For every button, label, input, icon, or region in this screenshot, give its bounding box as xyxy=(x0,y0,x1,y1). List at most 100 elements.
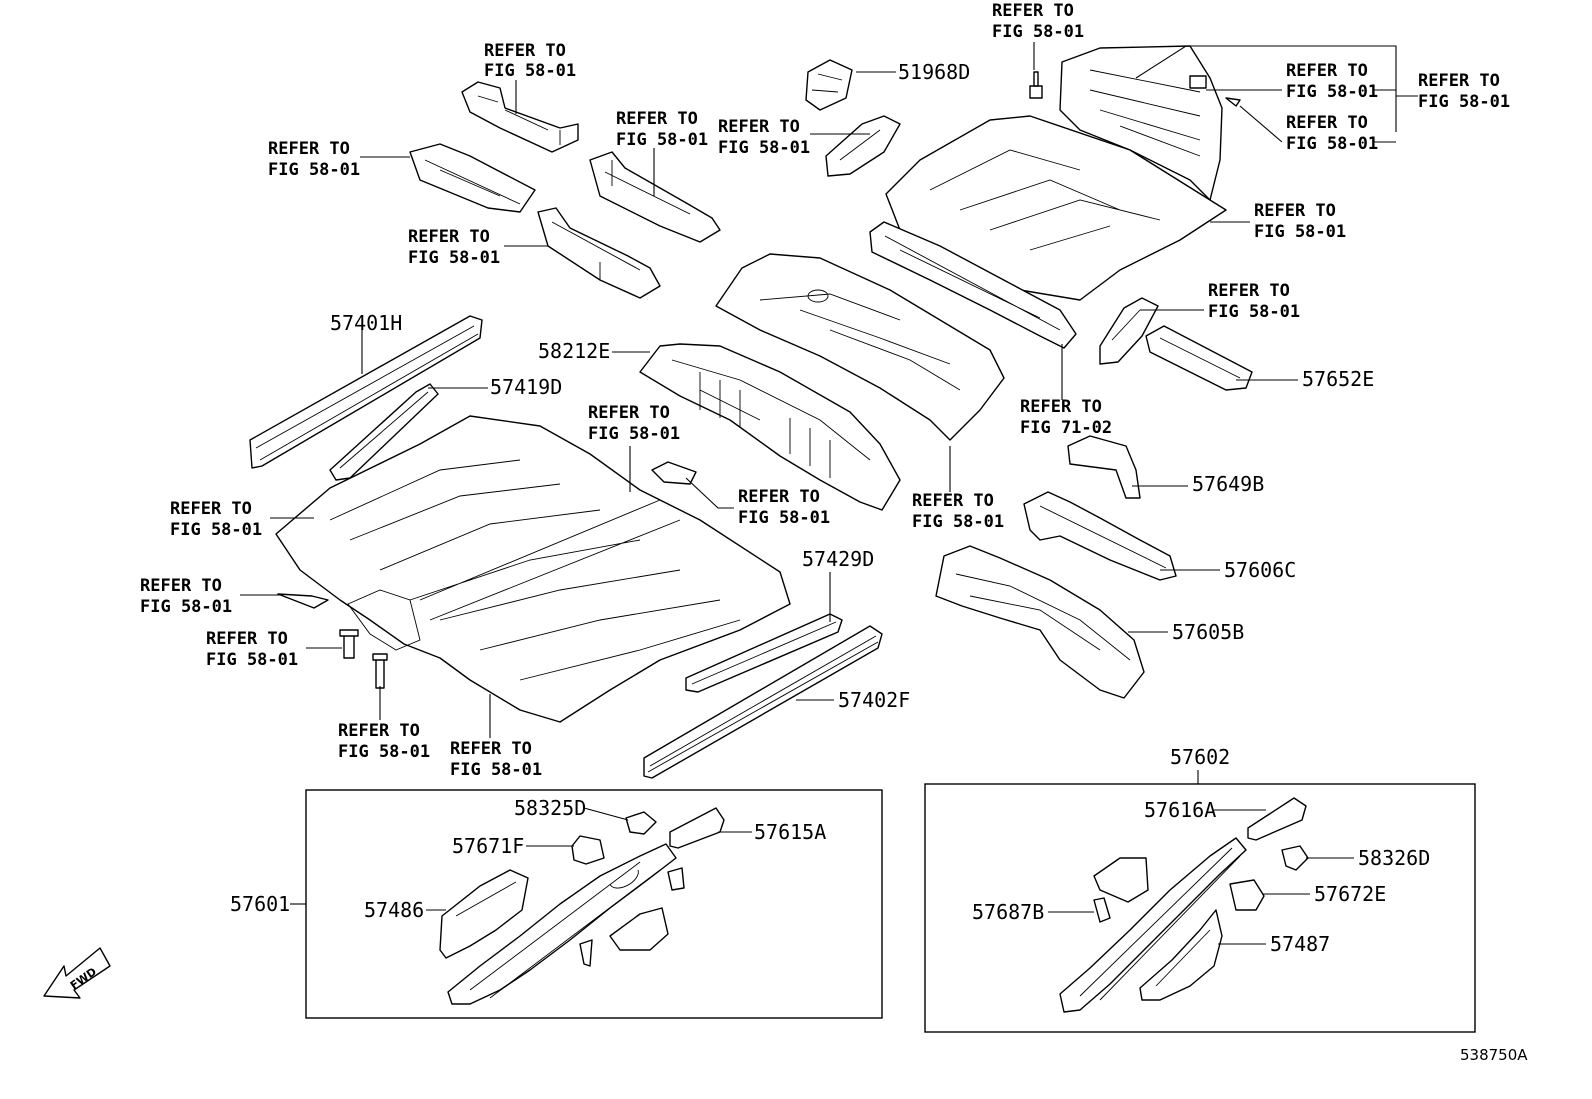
label-57601[interactable]: 57601 xyxy=(230,892,290,916)
label-57429D[interactable]: 57429D xyxy=(802,547,874,571)
side-member-front-lh[interactable] xyxy=(447,843,677,1005)
refer-label-11: REFER TO FIG 58-01 xyxy=(1208,281,1300,322)
part-57616A[interactable] xyxy=(1247,797,1307,841)
refer-label-10: REFER TO FIG 58-01 xyxy=(1254,201,1346,242)
bracket-57601-small[interactable] xyxy=(579,867,685,967)
bracket-right-small[interactable] xyxy=(1099,297,1159,365)
part-57487[interactable] xyxy=(1139,909,1223,1001)
part-57606C[interactable] xyxy=(1023,491,1177,581)
part-58325D[interactable] xyxy=(625,811,657,835)
clip-top-right[interactable] xyxy=(1225,97,1241,107)
group-box-57602 xyxy=(924,783,1476,1033)
label-57615A[interactable]: 57615A xyxy=(754,820,826,844)
svg-text:REFER TO: REFER TO xyxy=(588,403,670,423)
label-58326D[interactable]: 58326D xyxy=(1358,846,1430,870)
part-57486[interactable] xyxy=(439,869,529,959)
leader-lines xyxy=(240,42,1418,945)
svg-text:REFER TO: REFER TO xyxy=(912,491,994,511)
part-57652E[interactable] xyxy=(1145,325,1253,391)
svg-text:FIG 58-01: FIG 58-01 xyxy=(484,61,576,81)
part-57615A[interactable] xyxy=(669,807,725,849)
bolt-top-right[interactable] xyxy=(1029,71,1043,99)
part-58212E-tunnel[interactable] xyxy=(639,343,901,511)
refer-label-15: REFER TO FIG 58-01 xyxy=(912,491,1004,532)
svg-text:FIG 58-01: FIG 58-01 xyxy=(1286,134,1378,154)
label-57687B[interactable]: 57687B xyxy=(972,900,1044,924)
refer-label-14: REFER TO FIG 58-01 xyxy=(738,487,830,528)
label-57419D[interactable]: 57419D xyxy=(490,375,562,399)
rear-panel-upper[interactable] xyxy=(1059,45,1223,201)
part-57402F[interactable] xyxy=(643,625,883,779)
svg-text:REFER TO: REFER TO xyxy=(1020,397,1102,417)
label-57487[interactable]: 57487 xyxy=(1270,932,1330,956)
part-57672E[interactable] xyxy=(1229,879,1265,911)
svg-text:FIG 58-01: FIG 58-01 xyxy=(140,597,232,617)
label-57602[interactable]: 57602 xyxy=(1170,745,1230,769)
refer-label-3: REFER TO FIG 58-01 xyxy=(616,109,708,150)
side-member-front-rh[interactable] xyxy=(1059,837,1247,1013)
part-57687B[interactable] xyxy=(1093,897,1111,923)
part-57419D[interactable] xyxy=(329,383,439,481)
center-floor-pan[interactable] xyxy=(715,253,1005,441)
svg-text:REFER TO: REFER TO xyxy=(738,487,820,507)
svg-text:FIG 58-01: FIG 58-01 xyxy=(616,130,708,150)
part-57605B[interactable] xyxy=(935,545,1145,699)
svg-text:FIG 58-01: FIG 58-01 xyxy=(1208,302,1300,322)
part-57649B[interactable] xyxy=(1067,435,1141,499)
clip-center[interactable] xyxy=(651,461,697,485)
part-57671F[interactable] xyxy=(571,835,605,865)
part-57401H-rail[interactable] xyxy=(249,315,483,469)
label-57401H[interactable]: 57401H xyxy=(330,311,402,335)
refer-label-13: REFER TO FIG 58-01 xyxy=(588,403,680,444)
svg-text:FIG 58-01: FIG 58-01 xyxy=(992,22,1084,42)
bolt-left-a[interactable] xyxy=(339,629,359,659)
diagram-id: 538750A xyxy=(1460,1046,1528,1064)
label-57606C[interactable]: 57606C xyxy=(1224,558,1296,582)
label-57649B[interactable]: 57649B xyxy=(1192,472,1264,496)
label-57652E[interactable]: 57652E xyxy=(1302,367,1374,391)
svg-text:FIG 58-01: FIG 58-01 xyxy=(1254,222,1346,242)
bolt-left-b[interactable] xyxy=(372,653,388,689)
refer-label-18: REFER TO FIG 58-01 xyxy=(206,629,298,670)
part-58326D[interactable] xyxy=(1281,845,1309,871)
bracket-center-top[interactable] xyxy=(589,151,721,243)
part-51968D-clip[interactable] xyxy=(805,59,853,111)
bracket-left-lower[interactable] xyxy=(537,207,661,299)
svg-text:REFER TO: REFER TO xyxy=(616,109,698,129)
bracket-small-upper[interactable] xyxy=(825,115,901,177)
svg-text:FIG 58-01: FIG 58-01 xyxy=(1418,92,1510,112)
svg-text:REFER TO: REFER TO xyxy=(268,139,350,159)
label-57605B[interactable]: 57605B xyxy=(1172,620,1244,644)
label-57672E[interactable]: 57672E xyxy=(1314,882,1386,906)
svg-text:FIG 58-01: FIG 58-01 xyxy=(268,160,360,180)
bracket-top-left[interactable] xyxy=(461,81,579,153)
refer-label-16: REFER TO FIG 58-01 xyxy=(170,499,262,540)
clip-left-wedge[interactable] xyxy=(277,593,329,609)
rear-floor-pan[interactable] xyxy=(885,115,1227,301)
front-floor-pan[interactable] xyxy=(275,415,791,723)
svg-text:FIG 58-01: FIG 58-01 xyxy=(588,424,680,444)
svg-text:FIG 58-01: FIG 58-01 xyxy=(338,742,430,762)
label-57486[interactable]: 57486 xyxy=(364,898,424,922)
label-58325D[interactable]: 58325D xyxy=(514,796,586,820)
label-51968D[interactable]: 51968D xyxy=(898,60,970,84)
svg-text:FIG 58-01: FIG 58-01 xyxy=(450,760,542,780)
svg-text:REFER TO: REFER TO xyxy=(484,41,566,61)
svg-text:REFER TO: REFER TO xyxy=(1254,201,1336,221)
cross-rail[interactable] xyxy=(869,221,1077,349)
refer-label-1: REFER TO FIG 58-01 xyxy=(484,41,576,81)
svg-text:FIG 71-02: FIG 71-02 xyxy=(1020,418,1112,438)
bracket-57602-upper[interactable] xyxy=(1093,857,1149,903)
svg-text:REFER TO: REFER TO xyxy=(1286,61,1368,81)
label-57616A[interactable]: 57616A xyxy=(1144,798,1216,822)
svg-text:FIG 58-01: FIG 58-01 xyxy=(912,512,1004,532)
label-57402F[interactable]: 57402F xyxy=(838,688,910,712)
label-58212E[interactable]: 58212E xyxy=(538,339,610,363)
bracket-left-long[interactable] xyxy=(409,143,536,213)
refer-label-6: REFER TO FIG 58-01 xyxy=(992,1,1084,42)
refer-label-20: REFER TO FIG 58-01 xyxy=(450,739,542,780)
refer-label-17: REFER TO FIG 58-01 xyxy=(140,576,232,617)
label-57671F[interactable]: 57671F xyxy=(452,834,524,858)
